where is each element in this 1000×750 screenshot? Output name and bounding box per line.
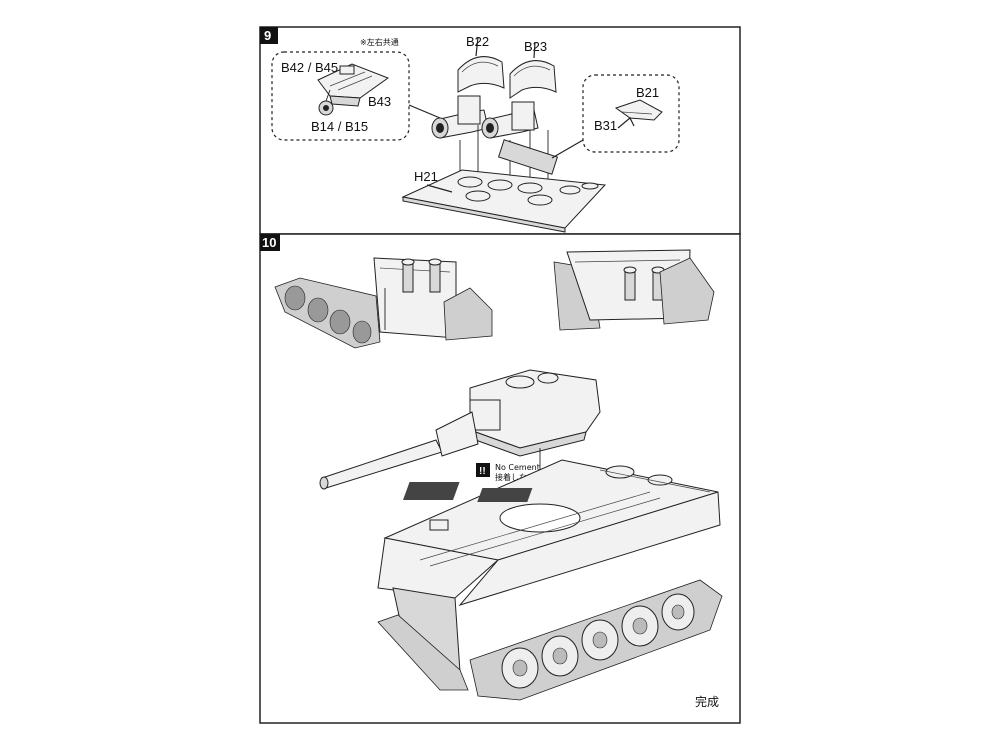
step-9-panel: 9 ※左右共通 B42 / B45 B43 B14 / B15 B2 [259,26,741,235]
step-10-panel: 10 [259,233,741,724]
callout-left: B42 / B45 B43 B14 / B15 [271,51,441,141]
hatch-part-b42 [317,63,390,116]
rear-view-left [274,257,493,349]
turret [319,369,601,522]
exhaust-pipe-right [481,101,539,139]
exhaust-cover-b23 [509,41,557,99]
rear-view-right [553,249,715,331]
warning-icon-text: !! [479,466,486,477]
exhaust-pipe-left [431,95,489,139]
tank-hull [377,459,721,674]
label-b42-b45: B42 / B45 [281,60,338,75]
step-9-number: 9 [264,28,271,43]
exhaust-cover-b22 [457,36,505,93]
label-b14-b15: B14 / B15 [311,119,368,134]
warning-line-2: 接着しない [495,472,535,482]
callout-right: B21 B31 [551,74,680,159]
no-cement-warning: !! No Cement 接着しない [476,463,540,482]
step-9-note: ※左右共通 [360,37,399,47]
engine-deck-h21: H21 [401,139,607,233]
label-b23: B23 [524,39,547,54]
label-h21: H21 [414,169,438,184]
step-10-number: 10 [262,235,276,250]
label-b21: B21 [636,85,659,100]
step-10-badge: 10 [260,234,280,251]
completion-label: 完成 [695,694,719,709]
label-b43: B43 [368,94,391,109]
warning-icon [476,463,490,477]
step-9-badge: 9 [260,27,278,44]
tank-tracks [377,579,723,701]
warning-line-1: No Cement [495,463,540,472]
label-b31: B31 [594,118,617,133]
